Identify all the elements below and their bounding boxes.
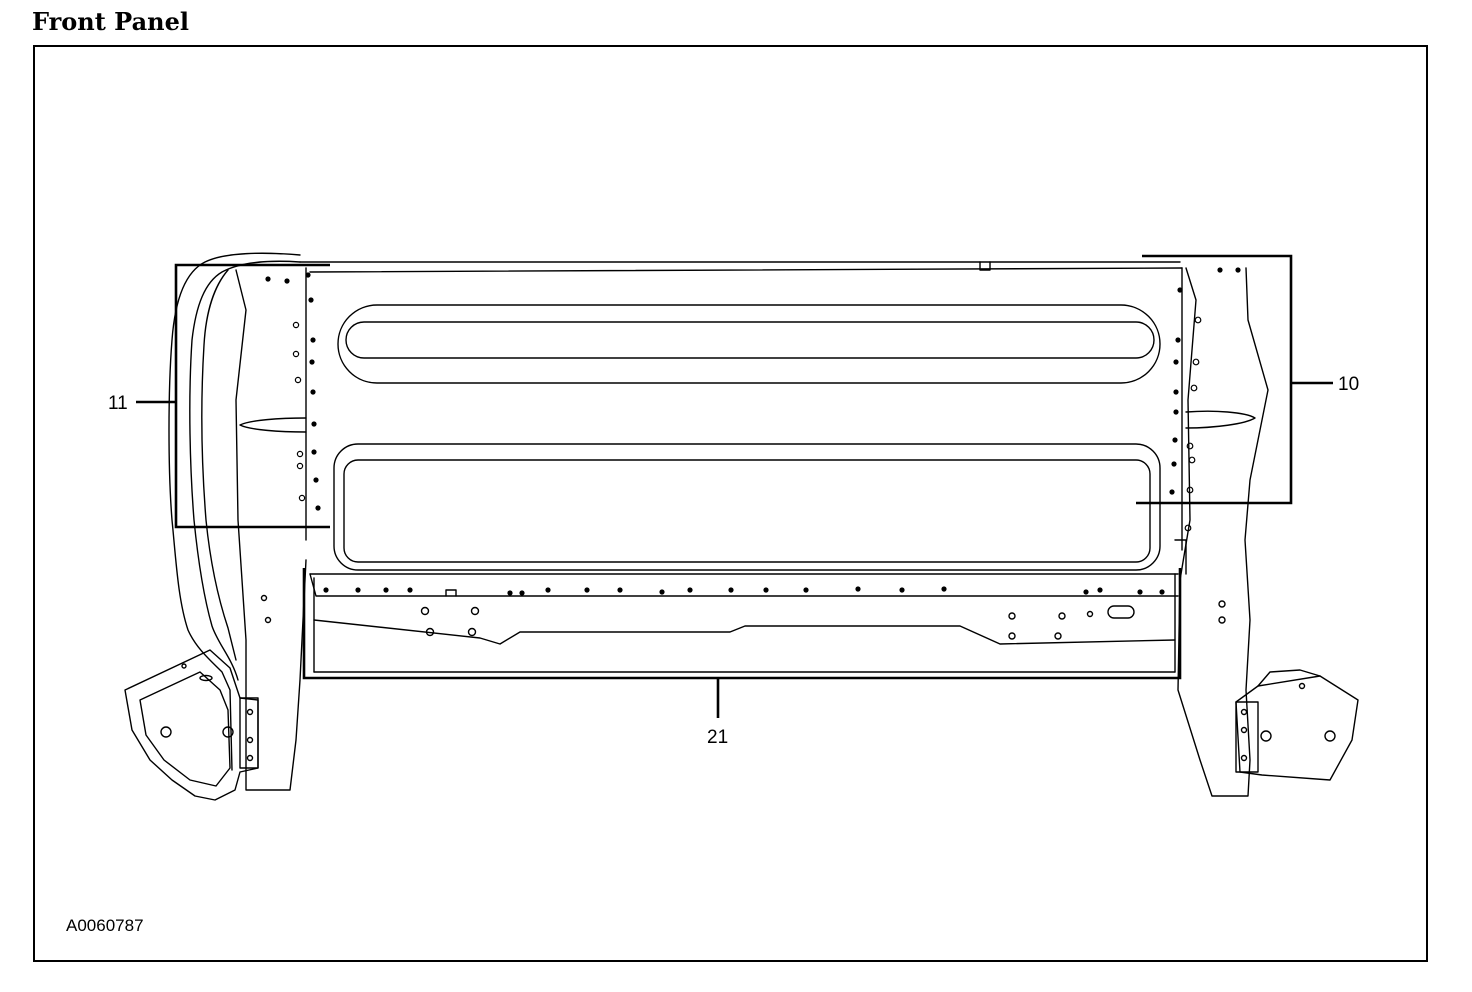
right-tongue	[1185, 410, 1256, 429]
lower-opening-outer	[333, 443, 1161, 571]
crossmember-profile	[313, 619, 1176, 645]
left-support-inner-1	[189, 260, 301, 681]
left-bracket-plate	[239, 697, 259, 769]
callout-11-bracket	[174, 263, 330, 529]
right-bracket-hole-6	[1298, 682, 1306, 690]
right-bracket-plate	[1235, 701, 1259, 773]
crossmember-tab	[445, 589, 457, 597]
lower-opening-inner	[343, 459, 1151, 563]
page-title: Front Panel	[32, 7, 189, 36]
right-bracket-hole-3	[1240, 708, 1248, 716]
left-support-inner-2	[201, 269, 237, 661]
right-bracket-hole-4	[1240, 726, 1248, 734]
right-support-rail	[1177, 267, 1269, 797]
right-bracket-hole-2	[1324, 730, 1336, 742]
panel-top-tab	[979, 261, 991, 271]
panel-top-edge-inner	[309, 267, 1183, 273]
left-bracket	[124, 649, 259, 801]
right-bracket-top	[1257, 669, 1321, 687]
crossmember-right-post	[1174, 539, 1187, 575]
callout-10-bracket	[1136, 254, 1293, 505]
left-bracket-hole-3	[246, 708, 254, 716]
left-support-outer	[168, 252, 301, 771]
left-tongue	[239, 417, 307, 433]
crossmember-flange	[309, 573, 1179, 597]
crossmember-ends	[313, 573, 1176, 673]
left-bracket-inner	[139, 671, 231, 787]
right-bracket-hole-5	[1240, 754, 1248, 762]
callout-11-label: 11	[108, 393, 128, 414]
upper-opening-inner	[345, 321, 1155, 359]
upper-opening-outer	[337, 304, 1161, 384]
callout-10-label: 10	[1338, 374, 1359, 395]
right-bracket	[1235, 675, 1359, 781]
left-bracket-slot	[199, 674, 213, 682]
figure-frame	[33, 45, 1428, 962]
crossmember-slot	[1107, 605, 1135, 619]
left-support-rail	[235, 269, 307, 791]
figure-reference-code: A0060787	[66, 916, 144, 935]
left-bracket-hole-5	[246, 754, 254, 762]
callout-21-bracket	[302, 568, 1182, 680]
left-bracket-hole-4	[246, 736, 254, 744]
left-bracket-hole-6	[181, 663, 187, 669]
left-bracket-hole-2	[222, 726, 234, 738]
callout-21-label: 21	[707, 727, 728, 748]
right-bracket-hole-1	[1260, 730, 1272, 742]
left-bracket-hole-1	[160, 726, 172, 738]
